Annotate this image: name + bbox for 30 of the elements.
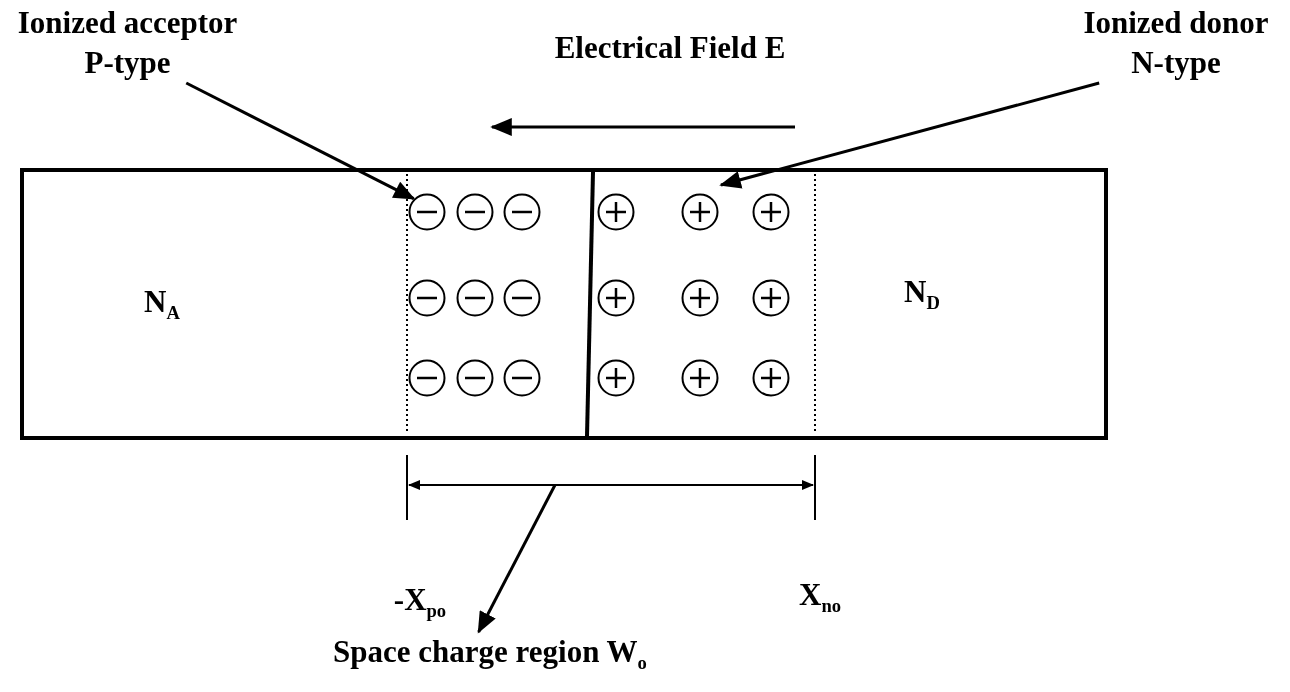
doping-label: N$_{A}$ bbox=[144, 283, 180, 326]
leader-line bbox=[477, 484, 557, 634]
negative-ion-icon bbox=[503, 359, 541, 397]
doping-label: N$_{D}$ bbox=[904, 273, 940, 316]
positive-ion-icon bbox=[681, 279, 719, 317]
negative-ion-icon bbox=[408, 359, 446, 397]
semiconductor-bar bbox=[20, 168, 1108, 440]
negative-ion-icon bbox=[456, 279, 494, 317]
positive-ion-icon bbox=[681, 193, 719, 231]
positive-ion-icon bbox=[597, 359, 635, 397]
negative-ion-icon bbox=[503, 193, 541, 231]
annotation-text: Space charge region W$_{o}$ bbox=[300, 632, 680, 684]
leader-line bbox=[185, 81, 416, 201]
negative-ion-icon bbox=[408, 279, 446, 317]
negative-ion-icon bbox=[456, 193, 494, 231]
position-label: -X$_{po}$ bbox=[392, 581, 448, 624]
positive-ion-icon bbox=[752, 193, 790, 231]
annotation-text: Ionized acceptor P-type bbox=[10, 3, 245, 83]
annotation-text: Ionized donor N-type bbox=[1080, 3, 1272, 83]
positive-ion-icon bbox=[681, 359, 719, 397]
negative-ion-icon bbox=[456, 359, 494, 397]
positive-ion-icon bbox=[597, 193, 635, 231]
negative-ion-icon bbox=[408, 193, 446, 231]
positive-ion-icon bbox=[752, 359, 790, 397]
positive-ion-icon bbox=[597, 279, 635, 317]
field-label: Electrical Field E bbox=[553, 29, 787, 67]
position-label: X$_{no}$ bbox=[798, 576, 842, 619]
negative-ion-icon bbox=[503, 279, 541, 317]
positive-ion-icon bbox=[752, 279, 790, 317]
leader-line bbox=[719, 81, 1100, 189]
